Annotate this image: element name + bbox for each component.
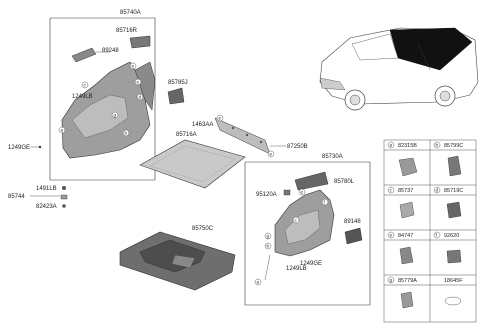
svg-text:e: e bbox=[132, 64, 135, 69]
svg-text:c: c bbox=[295, 218, 298, 223]
label-85744: 85744 bbox=[8, 194, 25, 200]
right-trim-group bbox=[244, 161, 371, 306]
part-85785J-shape bbox=[167, 87, 185, 105]
svg-text:82315B: 82315B bbox=[398, 143, 417, 149]
svg-text:b: b bbox=[125, 131, 128, 136]
part-87250B-group: e e bbox=[214, 114, 275, 158]
callouts-right bbox=[254, 188, 329, 286]
svg-text:g: g bbox=[390, 278, 393, 283]
svg-text:84747: 84747 bbox=[398, 233, 413, 239]
rear-trim-panel-right bbox=[274, 189, 335, 257]
svg-text:e: e bbox=[390, 233, 393, 238]
svg-text:g: g bbox=[114, 113, 117, 118]
svg-text:e: e bbox=[137, 80, 140, 85]
legend-cell-e: e 84747 bbox=[387, 231, 413, 239]
svg-text:18645F: 18645F bbox=[444, 278, 463, 284]
left-trim-group bbox=[49, 17, 156, 181]
legend-cell-g: g 85779A bbox=[387, 276, 417, 284]
legend-cell-a: a 82315B bbox=[387, 141, 417, 149]
svg-text:e: e bbox=[301, 190, 304, 195]
svg-text:a: a bbox=[61, 128, 64, 133]
label-1249GE-a: 1249GE bbox=[8, 145, 30, 151]
label-1491LB: 1491LB bbox=[36, 186, 57, 192]
label-87250B: 87250B bbox=[287, 144, 308, 150]
rear-trim-panel-left bbox=[61, 61, 156, 159]
label-85780L: 85780L bbox=[334, 179, 355, 185]
label-85730A: 85730A bbox=[322, 154, 343, 160]
part-1491LB-shape bbox=[62, 186, 66, 190]
svg-text:c: c bbox=[390, 188, 393, 193]
svg-text:b: b bbox=[267, 244, 270, 249]
callouts-left bbox=[58, 62, 144, 137]
callout-letters-right: e f c g b a bbox=[257, 190, 326, 285]
label-85740A: 85740A bbox=[120, 10, 141, 16]
legend-cell-d: d 85719C bbox=[433, 186, 463, 194]
label-1249GE-b: 1249GE bbox=[300, 261, 322, 267]
svg-text:85719C: 85719C bbox=[444, 188, 463, 194]
label-85750C: 85750C bbox=[192, 226, 214, 232]
svg-text:d: d bbox=[139, 95, 142, 100]
part-85716R-shape bbox=[129, 35, 151, 49]
svg-text:e: e bbox=[270, 152, 273, 157]
svg-text:g: g bbox=[267, 234, 270, 239]
label-1249LB-a: 1249LB bbox=[72, 94, 93, 100]
label-89148: 89148 bbox=[344, 219, 361, 225]
svg-text:85799C: 85799C bbox=[444, 143, 463, 149]
svg-text:c: c bbox=[84, 83, 87, 88]
part-85780L-shape bbox=[294, 171, 329, 191]
vehicle-illustration bbox=[319, 27, 479, 111]
svg-text:a: a bbox=[390, 143, 393, 148]
part-85744-shape bbox=[60, 194, 68, 200]
luggage-mat bbox=[139, 139, 246, 189]
legend-cell-18645F: 18645F bbox=[444, 278, 463, 284]
label-85716A: 85716A bbox=[176, 132, 197, 138]
part-89148-shape bbox=[344, 227, 363, 245]
svg-text:b: b bbox=[436, 143, 439, 148]
label-89248: 89248 bbox=[102, 48, 119, 54]
legend-table bbox=[383, 139, 477, 323]
label-1463AA: 1463AA bbox=[192, 122, 213, 128]
svg-text:d: d bbox=[436, 188, 439, 193]
part-82423A-shape bbox=[62, 204, 66, 208]
svg-text:85779A: 85779A bbox=[398, 278, 417, 284]
legend-cell-f: f 92620 bbox=[433, 231, 459, 239]
legend-cell-b: b 85799C bbox=[433, 141, 463, 149]
part-89248-shape bbox=[71, 47, 97, 63]
label-85716R: 85716R bbox=[116, 28, 138, 34]
label-85785J: 85785J bbox=[168, 80, 188, 86]
callout-letters-left: e e d c g b a bbox=[61, 64, 142, 136]
legend-cell-c: c 85737 bbox=[387, 186, 413, 194]
label-82423A: 82423A bbox=[36, 204, 57, 210]
svg-text:f: f bbox=[436, 233, 438, 238]
svg-text:a: a bbox=[257, 280, 260, 285]
svg-text:85737: 85737 bbox=[398, 188, 413, 194]
legend-part-icons bbox=[398, 155, 462, 309]
svg-text:92620: 92620 bbox=[444, 233, 459, 239]
label-95120A: 95120A bbox=[256, 192, 277, 198]
svg-text:e: e bbox=[219, 116, 222, 121]
label-1249LB-b: 1249LB bbox=[286, 266, 307, 272]
svg-text:f: f bbox=[324, 200, 326, 205]
